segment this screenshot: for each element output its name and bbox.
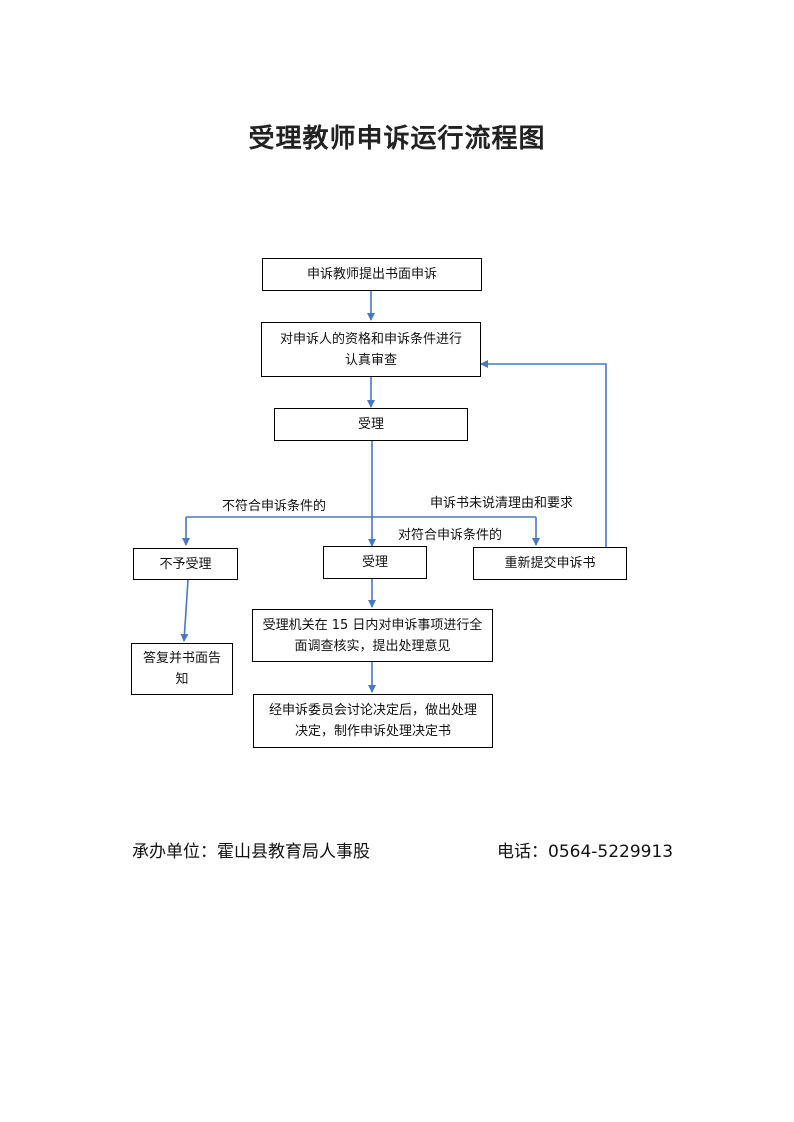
node-submit-appeal: 申诉教师提出书面申诉 (262, 258, 482, 291)
node-reject: 不予受理 (133, 548, 238, 580)
label-unclear-reason: 申诉书未说清理由和要求 (430, 496, 574, 511)
footer-phone: 电话：0564-5229913 (497, 842, 674, 862)
page-title: 受理教师申诉运行流程图 (248, 124, 546, 154)
footer-organizer: 承办单位：霍山县教育局人事股 (132, 842, 370, 862)
node-review-eligibility: 对申诉人的资格和申诉条件进行认真审查 (261, 322, 481, 377)
node-reply-in-writing: 答复并书面告知 (131, 643, 233, 695)
node-accept-top: 受理 (274, 408, 468, 441)
arrow-reject-to-reply (180, 579, 189, 642)
node-resubmit: 重新提交申诉书 (473, 547, 627, 580)
arrow-resubmit-to-review (480, 360, 607, 547)
node-accept: 受理 (323, 546, 427, 579)
node-decision: 经申诉委员会讨论决定后，做出处理决定，制作申诉处理决定书 (253, 694, 493, 748)
node-investigate: 受理机关在 15 日内对申诉事项进行全面调查核实，提出处理意见 (252, 609, 493, 662)
label-eligible: 对符合申诉条件的 (398, 528, 503, 543)
label-not-eligible: 不符合申诉条件的 (222, 499, 327, 514)
